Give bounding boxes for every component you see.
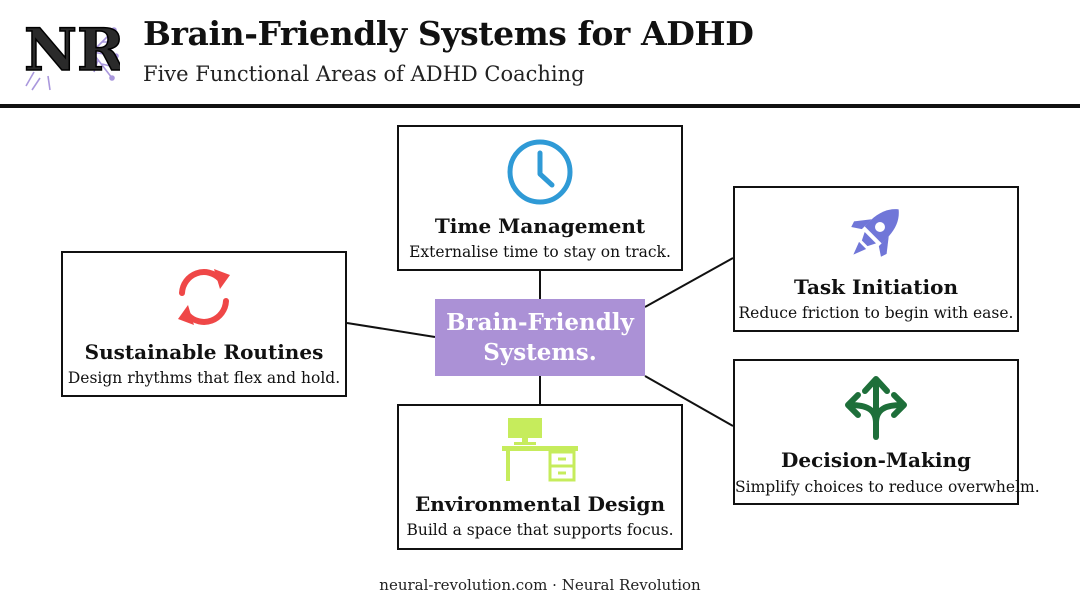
footer-credit: neural-revolution.com · Neural Revolutio… xyxy=(379,576,701,594)
connector-decision xyxy=(644,375,734,427)
card-title: Environmental Design xyxy=(414,492,666,516)
card-task-initiation: Task Initiation Reduce friction to begin… xyxy=(733,186,1019,332)
card-decision-making: Decision-Making Simplify choices to redu… xyxy=(733,359,1040,505)
card-description: Simplify choices to reduce overwhelm. xyxy=(735,478,1040,496)
neural-revolution-logo: NR xyxy=(23,15,120,91)
rocket-icon xyxy=(851,209,899,257)
refresh-cycle-icon xyxy=(178,269,230,325)
card-description: Externalise time to stay on track. xyxy=(409,243,671,261)
center-label-line1: Brain-Friendly xyxy=(446,308,634,336)
connector-task xyxy=(644,257,734,308)
header-divider xyxy=(0,104,1080,108)
card-title: Decision-Making xyxy=(781,448,971,472)
card-description: Build a space that supports focus. xyxy=(406,521,674,539)
card-environmental-design: Environmental Design Build a space that … xyxy=(397,404,683,550)
page-subtitle: Five Functional Areas of ADHD Coaching xyxy=(143,62,585,86)
desk-icon xyxy=(502,418,578,482)
card-sustainable-routines: Sustainable Routines Design rhythms that… xyxy=(61,251,347,397)
split-arrows-icon xyxy=(845,376,907,440)
card-description: Reduce friction to begin with ease. xyxy=(738,304,1014,322)
connector-routines xyxy=(346,322,436,338)
card-title: Task Initiation xyxy=(793,275,958,299)
clock-icon xyxy=(507,139,573,205)
page-title: Brain-Friendly Systems for ADHD xyxy=(143,14,754,53)
center-node: Brain-Friendly Systems. xyxy=(435,299,645,376)
card-title: Time Management xyxy=(434,214,646,238)
header: NR Brain-Friendly Systems for ADHD Five … xyxy=(0,0,1080,104)
card-title: Sustainable Routines xyxy=(84,340,324,364)
card-time-management: Time Management Externalise time to stay… xyxy=(397,125,683,271)
center-label-line2: Systems. xyxy=(483,338,597,366)
card-description: Design rhythms that flex and hold. xyxy=(67,369,341,387)
logo-letters: NR xyxy=(24,16,120,84)
